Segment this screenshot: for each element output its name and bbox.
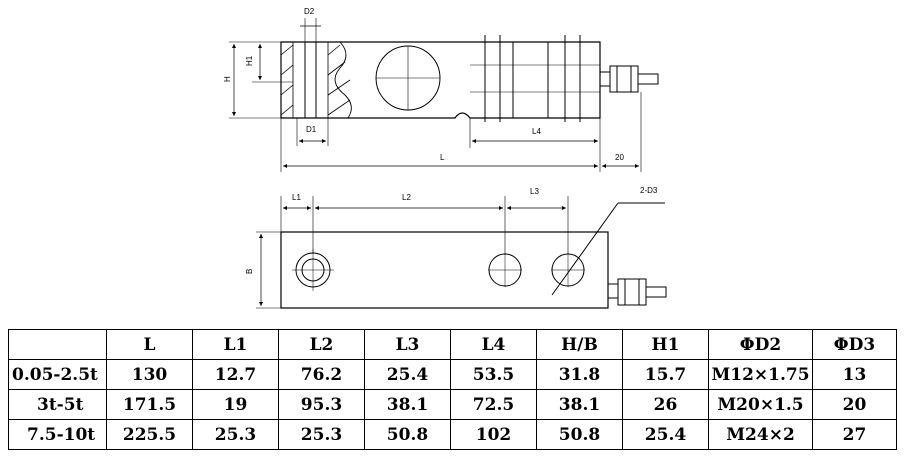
label-l4: L4 xyxy=(532,127,541,136)
label-b: B xyxy=(245,269,254,274)
table-cell: 50.8 xyxy=(364,419,451,450)
table-cell: 25.3 xyxy=(278,419,365,450)
table-cell: 26 xyxy=(622,389,709,420)
table-cell: 225.5 xyxy=(106,419,193,450)
header-cell: H/B xyxy=(536,329,623,360)
table-cell: 27 xyxy=(812,419,897,450)
spec-table: L L1 L2 L3 L4 H/B H1 ΦD2 ΦD3 0.05-2.5t 1… xyxy=(8,329,897,450)
table-cell: 25.4 xyxy=(622,419,709,450)
table-cell: M12×1.75 xyxy=(708,359,813,390)
table-cell: 25.3 xyxy=(192,419,279,450)
table-cell: 171.5 xyxy=(106,389,193,420)
table-cell: 15.7 xyxy=(622,359,709,390)
table-cell: 19 xyxy=(192,389,279,420)
label-2-d3: 2-D3 xyxy=(640,186,658,195)
header-cell: L1 xyxy=(192,329,279,360)
row-label: 7.5-10t xyxy=(8,419,107,450)
table-cell: 102 xyxy=(450,419,537,450)
table-cell: 130 xyxy=(106,359,193,390)
table-cell: 72.5 xyxy=(450,389,537,420)
label-h1: H1 xyxy=(245,55,254,66)
header-cell: L3 xyxy=(364,329,451,360)
table-row: 3t-5t 171.5 19 95.3 38.1 72.5 38.1 26 M2… xyxy=(8,389,897,420)
load-cell-drawing: D2 H1 H D1 L4 L 20 xyxy=(223,7,667,309)
table-cell: 25.4 xyxy=(364,359,451,390)
top-view: L1 L2 L3 2-D3 B xyxy=(245,186,667,309)
table-cell: 76.2 xyxy=(278,359,365,390)
label-l2: L2 xyxy=(402,193,411,202)
table-cell: 12.7 xyxy=(192,359,279,390)
header-cell xyxy=(8,329,107,360)
header-cell: ΦD3 xyxy=(812,329,897,360)
side-view: D2 H1 H D1 L4 L 20 xyxy=(223,7,659,172)
label-d1: D1 xyxy=(306,125,317,134)
label-d2: D2 xyxy=(304,7,315,16)
table-row: 0.05-2.5t 130 12.7 76.2 25.4 53.5 31.8 1… xyxy=(8,359,897,390)
header-cell: L xyxy=(106,329,193,360)
header-cell: H1 xyxy=(622,329,709,360)
table-cell: 31.8 xyxy=(536,359,623,390)
table-header-row: L L1 L2 L3 L4 H/B H1 ΦD2 ΦD3 xyxy=(8,329,897,360)
table-cell: 53.5 xyxy=(450,359,537,390)
table-cell: 38.1 xyxy=(364,389,451,420)
label-l1: L1 xyxy=(292,193,301,202)
label-l: L xyxy=(440,153,445,162)
table-cell: 13 xyxy=(812,359,897,390)
table-cell: 50.8 xyxy=(536,419,623,450)
table-cell: M20×1.5 xyxy=(708,389,813,420)
header-cell: L2 xyxy=(278,329,365,360)
label-l3: L3 xyxy=(530,187,539,196)
table-row: 7.5-10t 225.5 25.3 25.3 50.8 102 50.8 25… xyxy=(8,419,897,450)
table-cell: 95.3 xyxy=(278,389,365,420)
header-cell: ΦD2 xyxy=(708,329,813,360)
table-cell: 20 xyxy=(812,389,897,420)
label-dim20: 20 xyxy=(615,153,624,162)
row-label: 3t-5t xyxy=(8,389,107,420)
label-h: H xyxy=(223,76,232,82)
header-cell: L4 xyxy=(450,329,537,360)
table-cell: M24×2 xyxy=(708,419,813,450)
row-label: 0.05-2.5t xyxy=(8,359,107,390)
table-cell: 38.1 xyxy=(536,389,623,420)
